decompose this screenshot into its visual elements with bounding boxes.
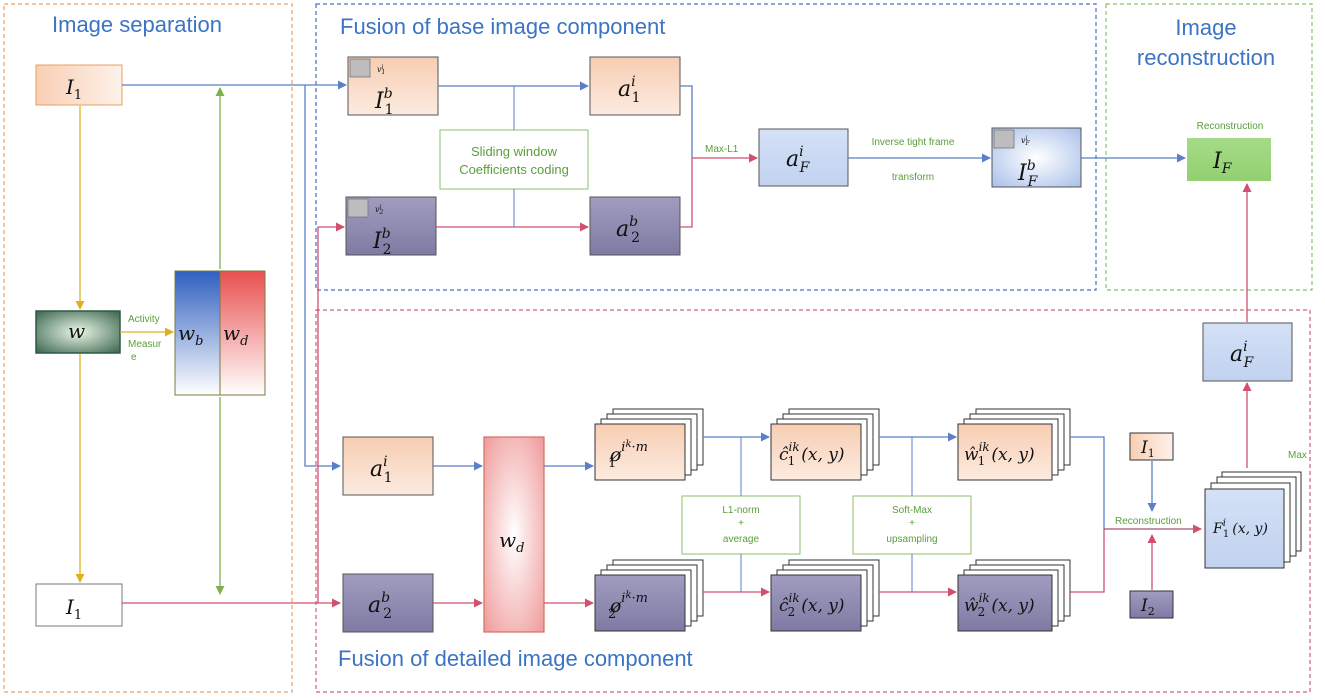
l1-norm-box: L1-norm + average (681, 495, 801, 555)
l1-norm-line2: + (738, 518, 744, 529)
svg-text:ai1: ai1 (618, 74, 641, 106)
l1-norm-line1: L1-norm (722, 505, 759, 516)
inverse-label-1: Inverse tight frame (872, 137, 955, 148)
sliding-window-box: Sliding window Coefficients coding (439, 129, 589, 190)
svg-text:vi2: vi2 (375, 204, 383, 216)
svg-text:ab2: ab2 (368, 590, 392, 622)
input-image-i1-top: I1 (35, 64, 123, 106)
separation-section-border (3, 3, 293, 693)
max-label: Max (1288, 450, 1307, 461)
softmax-line3: upsampling (886, 534, 937, 545)
max-l1-label: Max-L1 (705, 144, 739, 155)
svg-text:w: w (68, 319, 85, 343)
line-to-detailed-a1i (304, 85, 341, 471)
svg-text:IbF: IbF (1017, 158, 1039, 190)
line-a2b-to-max (680, 158, 693, 228)
sliding-window-line1: Sliding window (471, 144, 558, 159)
softmax-line1: Soft-Max (892, 505, 932, 516)
activity-label: Activity (128, 314, 160, 325)
svg-text:Ib2: Ib2 (372, 226, 392, 258)
svg-text:viF: viF (1021, 135, 1030, 147)
line-w1-to-merge (1070, 436, 1105, 529)
svg-text:Fi1(x, y): Fi1(x, y) (1212, 518, 1268, 540)
svg-text:Ib1: Ib1 (374, 86, 394, 118)
l1-norm-line3: average (723, 534, 760, 545)
fused-image-if: IF (1187, 138, 1271, 181)
small-image-i1: I1 (1129, 432, 1174, 461)
reconstruction-title-line2: reconstruction (1137, 45, 1275, 70)
detail-weight-wd: wd (483, 436, 545, 633)
input-image-i1-bottom: I1 (35, 583, 123, 627)
line-a1i-to-max (680, 85, 693, 158)
base-title: Fusion of base image component (340, 14, 665, 39)
base-section-border (315, 3, 1097, 291)
reconstruction-section-border (1105, 3, 1313, 291)
line-w2-to-merge (1070, 529, 1105, 593)
weight-split-box: wb wd (174, 270, 266, 396)
reconstruction-title-line1: Image (1175, 15, 1236, 40)
sliding-window-line2: Coefficients coding (459, 162, 569, 177)
small-image-i2: I2 (1129, 590, 1174, 619)
softmax-box: Soft-Max + upsampling (852, 495, 972, 555)
line-to-base-i2b (317, 222, 345, 603)
svg-text:ai1: ai1 (370, 454, 393, 486)
reconstruction-mid-label: Reconstruction (1115, 516, 1182, 527)
inverse-label-2: transform (892, 172, 934, 183)
measure-label-1: Measur (128, 339, 162, 350)
svg-text:wd: wd (499, 528, 524, 556)
separation-title: Image separation (52, 12, 222, 37)
svg-text:vi1: vi1 (377, 64, 385, 76)
reconstruction-top-label: Reconstruction (1197, 121, 1264, 132)
detailed-section-border (315, 309, 1311, 693)
detailed-title: Fusion of detailed image component (338, 646, 693, 671)
svg-text:aiF: aiF (786, 144, 811, 176)
svg-text:ab2: ab2 (616, 214, 640, 246)
weight-w-box: w (35, 310, 121, 354)
measure-label-2: e (131, 352, 137, 363)
softmax-line2: + (909, 518, 915, 529)
